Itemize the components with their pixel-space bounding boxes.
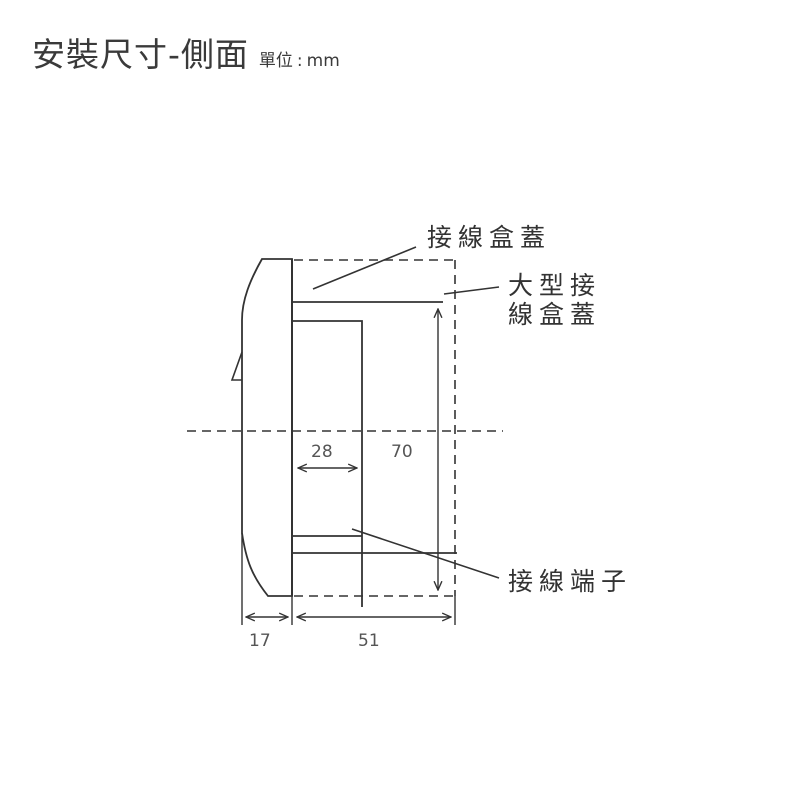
leader-junction-box-cover (312, 246, 417, 290)
dim-value-51: 51 (358, 631, 380, 651)
dim-value-70: 70 (391, 442, 413, 462)
label-large-cover-line1: 大型接 (508, 271, 601, 300)
junction-box-outline (294, 259, 456, 597)
leader-terminal-block (351, 528, 500, 579)
device-clip (230, 351, 243, 381)
leader-large-cover (443, 286, 500, 295)
unit-label: 單位 (258, 51, 293, 71)
label-junction-box-cover: 接線盒蓋 (427, 223, 551, 252)
label-terminal-block: 接線端子 (508, 567, 632, 596)
dim-value-28: 28 (311, 442, 333, 462)
unit-separator: : (296, 51, 303, 71)
page-title: 安裝尺寸-側面 (32, 35, 249, 74)
dim-value-17: 17 (249, 631, 271, 651)
label-large-cover-line2: 線盒蓋 (508, 300, 601, 329)
header: 安裝尺寸-側面 單位 : mm (32, 28, 340, 76)
unit-value: mm (306, 51, 340, 71)
device-front-face (241, 258, 293, 597)
device-body (293, 320, 363, 607)
